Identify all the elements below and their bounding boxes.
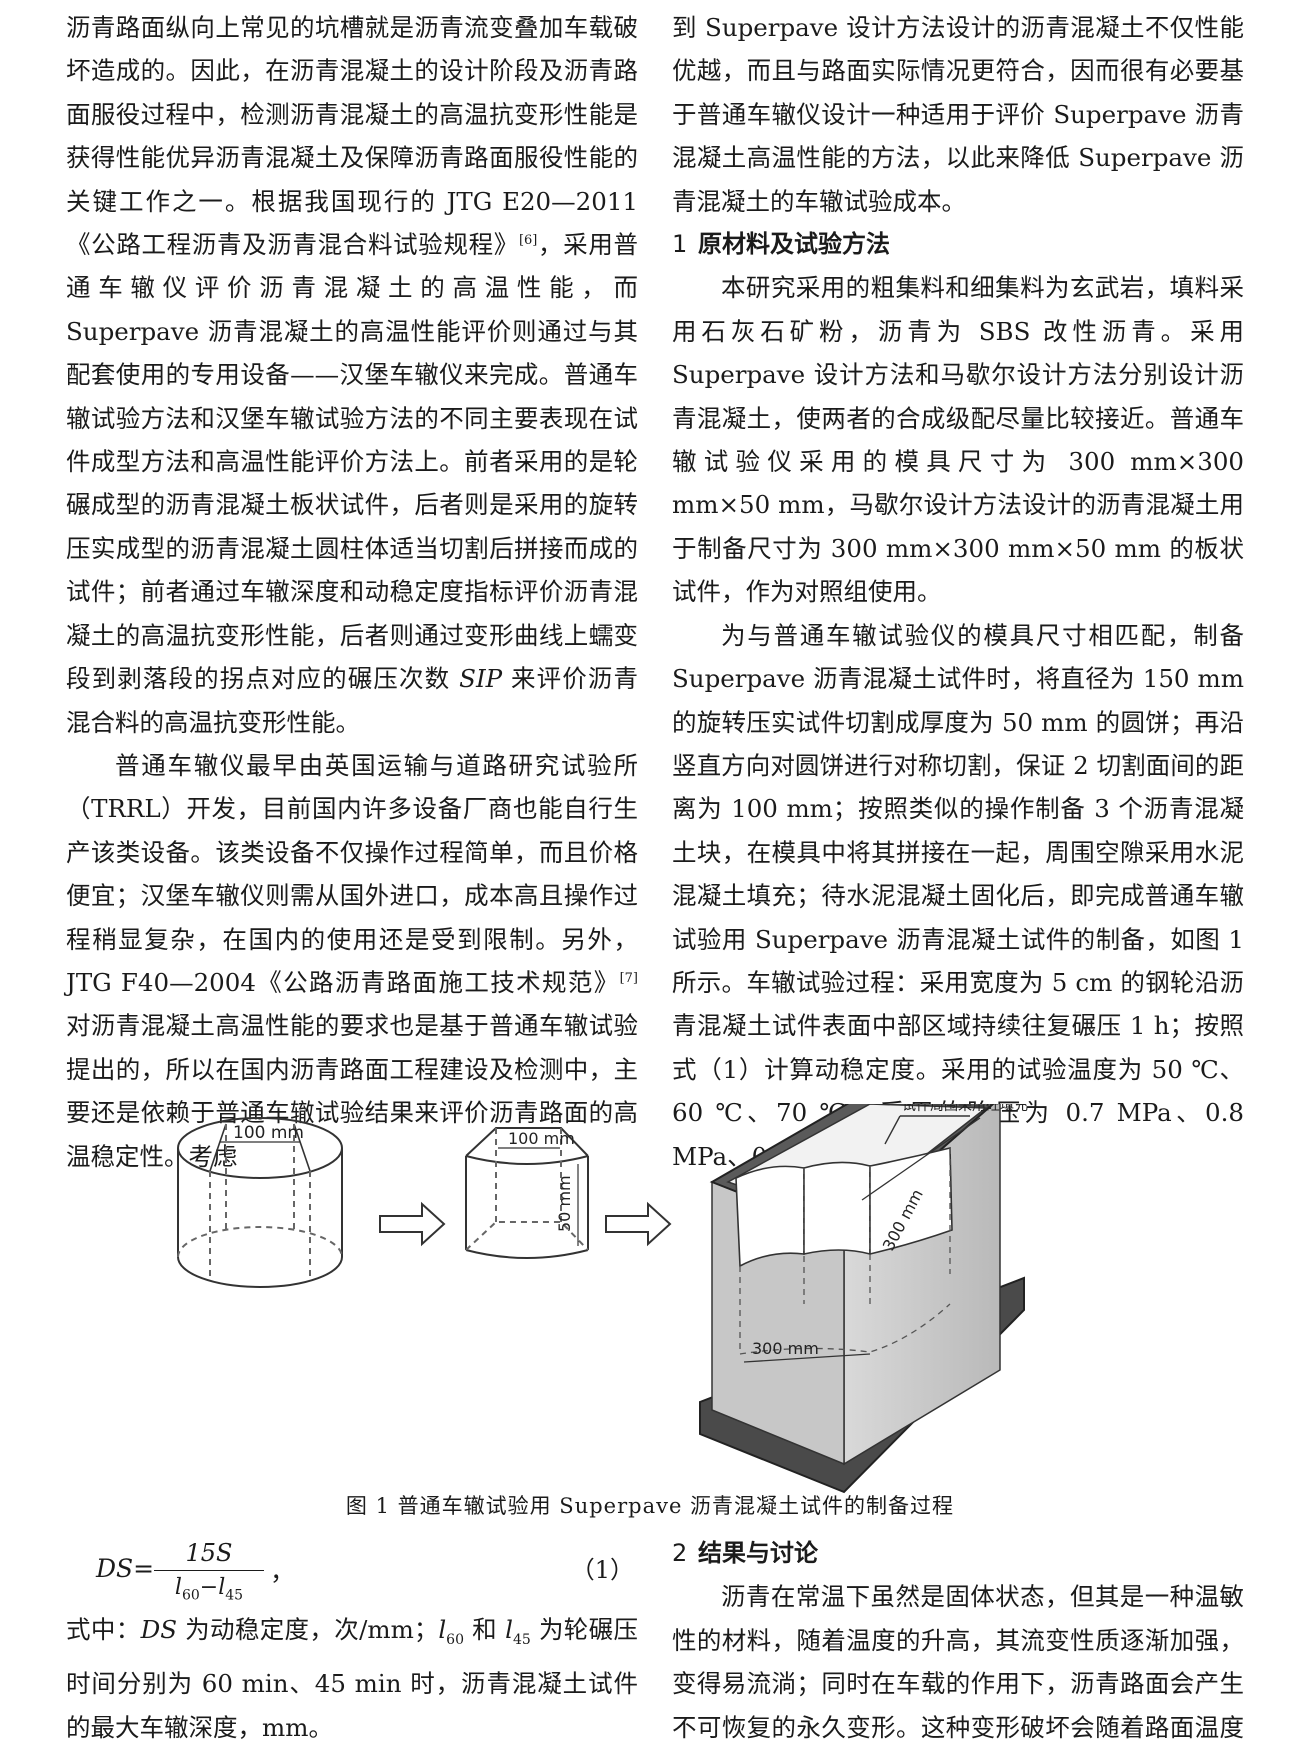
- label-block-50mm: 50 mm: [555, 1175, 574, 1232]
- figure-caption: 图 1 普通车辙试验用 Superpave 沥青混凝土试件的制备过程: [345, 1494, 955, 1518]
- equation-lhs: DS=: [96, 1554, 155, 1583]
- citation-7[interactable]: [7]: [619, 970, 638, 986]
- right-column: 到 Superpave 设计方法设计的沥青混凝土不仅性能优越，而且与路面实际情况…: [672, 6, 1244, 1178]
- equation-definition: 式中：DS 为动稳定度，次/mm；l60 和 l45 为轮碾压时间分别为 60 …: [66, 1615, 639, 1742]
- cylinder-specimen: [177, 1117, 343, 1288]
- paragraph-left-2: 普通车辙仪最早由英国运输与道路研究试验所（TRRL）开发，目前国内许多设备厂商也…: [66, 750, 638, 1171]
- equation-number: （1）: [570, 1556, 634, 1584]
- mold-assembly: [699, 1104, 1025, 1494]
- specimen-preparation-diagram: 100 mm 100 mm 50 mm: [177, 1104, 1028, 1494]
- equation-fraction: 15S l60−l45: [154, 1536, 264, 1612]
- paragraph-section2-1: 沥青在常温下虽然是固体状态，但其是一种温敏性的材料，随着温度的升高，其流变性质逐…: [672, 1582, 1244, 1742]
- paragraph-left-1: 沥青路面纵向上常见的坑槽就是沥青流变叠加车载破坏造成的。因此，在沥青混凝土的设计…: [66, 13, 639, 737]
- arrow-right-icon: [379, 1201, 446, 1247]
- left-column: 沥青路面纵向上常见的坑槽就是沥青流变叠加车载破坏造成的。因此，在沥青混凝土的设计…: [66, 6, 638, 1178]
- label-cylinder-100mm: 100 mm: [233, 1123, 304, 1143]
- sip-symbol: SIP: [459, 664, 503, 694]
- equation-1: DS= 15S l60−l45 ， （1）: [66, 1534, 638, 1604]
- equation-numerator: 15S: [185, 1539, 233, 1567]
- label-mold-300mm-width: 300 mm: [752, 1339, 819, 1358]
- label-block-100mm: 100 mm: [508, 1129, 575, 1148]
- cut-block-specimen: [465, 1127, 589, 1259]
- fraction-bar: [154, 1570, 264, 1571]
- citation-6[interactable]: [6]: [518, 232, 538, 248]
- paragraph-right-1: 本研究采用的粗集料和细集料为玄武岩，填料采用石灰石矿粉，沥青为 SBS 改性沥青…: [672, 273, 1244, 607]
- arrow-right-icon: [605, 1201, 672, 1247]
- paragraph-right-2: 为与普通车辙试验仪的模具尺寸相匹配，制备 Superpave 沥青混凝土试件时，…: [672, 620, 1244, 1171]
- figure-1: 100 mm 100 mm 50 mm: [140, 1104, 1240, 1514]
- paragraph-right-0: 到 Superpave 设计方法设计的沥青混凝土不仅性能优越，而且与路面实际情况…: [672, 13, 1244, 216]
- label-concrete-fill: 试件周围采用砼填充: [902, 1104, 1028, 1114]
- equation-denominator: l60−l45: [174, 1575, 244, 1604]
